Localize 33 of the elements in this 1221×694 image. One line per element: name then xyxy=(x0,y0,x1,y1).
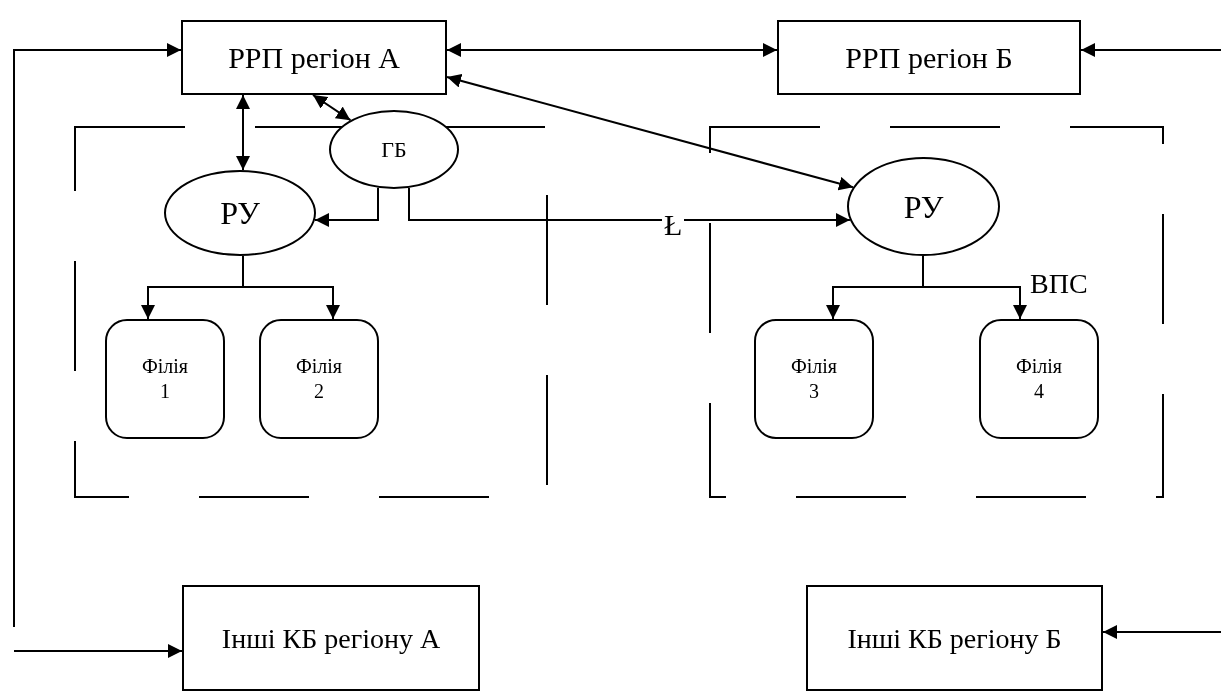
arrow xyxy=(242,254,340,320)
node-label: Інші КБ регіону А xyxy=(221,621,441,656)
process-box xyxy=(777,20,1081,95)
arrow xyxy=(13,644,183,658)
arrow xyxy=(13,43,182,628)
arrow xyxy=(1080,43,1221,57)
node-label: РРП регіон Б xyxy=(845,39,1013,76)
process-box xyxy=(182,585,480,691)
arrow xyxy=(922,255,1027,320)
node-label: ГБ xyxy=(381,135,407,164)
dashed-group-frame xyxy=(710,127,1163,497)
node-label: РУ xyxy=(220,194,260,233)
process-box xyxy=(806,585,1103,691)
arrow xyxy=(408,186,851,227)
arrow xyxy=(314,186,379,227)
node-label: Філія 1 xyxy=(140,354,190,404)
node-label: Філія 4 xyxy=(1014,354,1064,404)
arrow xyxy=(312,94,352,122)
rounded-box xyxy=(979,319,1099,439)
node-label: Філія 3 xyxy=(789,354,839,404)
rounded-box xyxy=(259,319,379,439)
annotation-label: ВПС xyxy=(1030,270,1088,298)
node-label: РУ xyxy=(903,187,944,227)
node-label: Філія 2 xyxy=(294,354,344,404)
process-box xyxy=(181,20,447,95)
rounded-box xyxy=(754,319,874,439)
node-label: РРП регіон А xyxy=(228,39,400,76)
arrow xyxy=(236,94,250,172)
arrow xyxy=(1102,625,1221,639)
arrow xyxy=(446,43,778,57)
arrow xyxy=(446,73,854,191)
node-label: Інші КБ регіону Б xyxy=(846,621,1063,656)
rounded-box xyxy=(105,319,225,439)
